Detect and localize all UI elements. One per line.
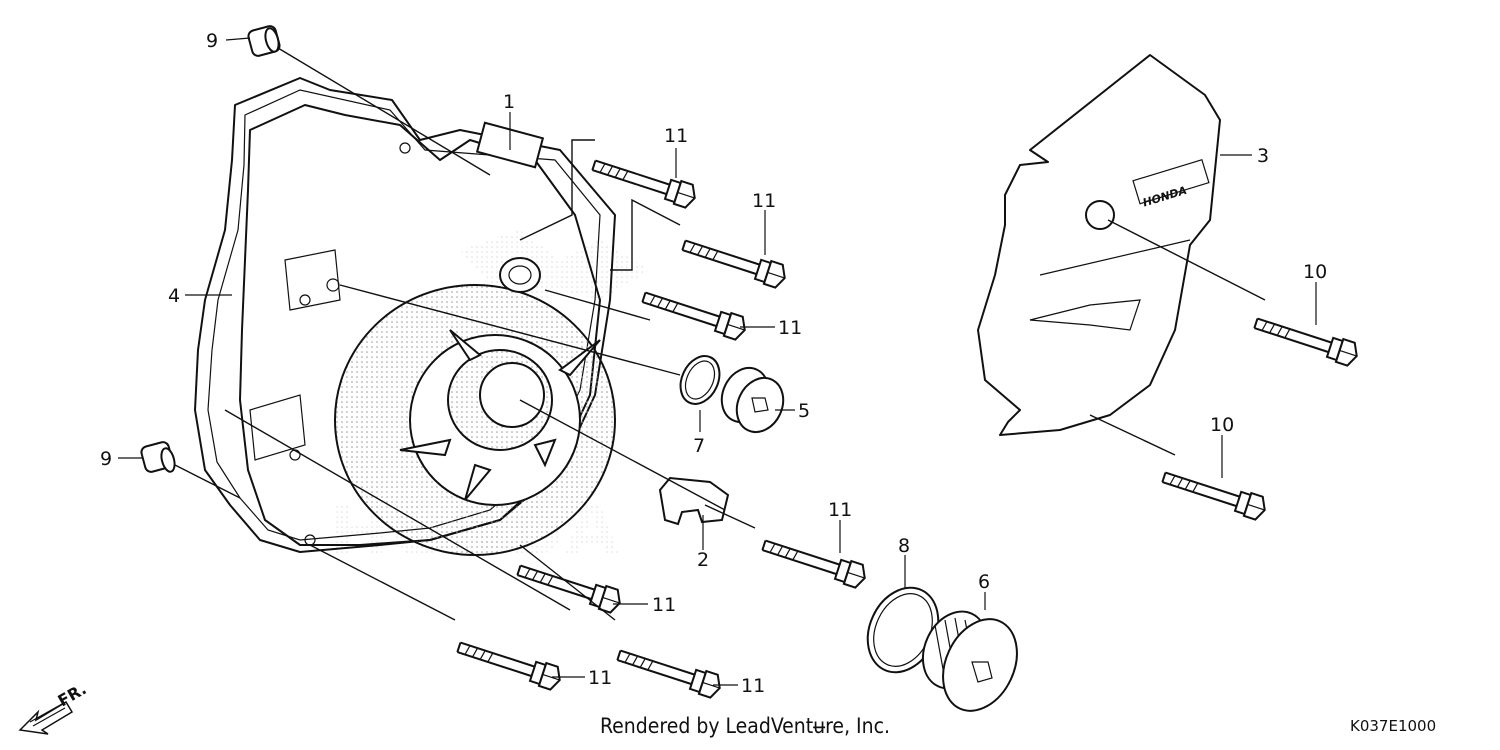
bolt-11-g xyxy=(614,642,725,701)
front-arrow: FR. xyxy=(18,679,90,735)
callout-1: 1 xyxy=(503,91,515,113)
leader-lines xyxy=(118,37,1317,686)
callout-labels: 1 2 3 4 5 6 7 8 9 9 10 10 11 11 11 11 11… xyxy=(100,30,1327,697)
callout-10-top: 10 xyxy=(1303,261,1327,283)
bolt-11-b xyxy=(679,232,790,291)
callout-11-a: 11 xyxy=(664,125,688,147)
cable-clamp xyxy=(658,476,730,526)
callout-11-f: 11 xyxy=(588,667,612,689)
callout-8: 8 xyxy=(898,535,910,557)
plug-small xyxy=(720,366,785,434)
bolt-11-f xyxy=(454,634,565,693)
callout-9-bottom: 9 xyxy=(100,448,112,470)
bolt-11-a xyxy=(589,152,700,211)
callout-11-b: 11 xyxy=(752,190,776,212)
callout-6: 6 xyxy=(978,571,990,593)
callout-10-bottom: 10 xyxy=(1210,414,1234,436)
dowel-pin-bottom xyxy=(140,441,176,473)
callout-11-c: 11 xyxy=(778,317,802,339)
callout-2: 2 xyxy=(697,549,709,571)
diagram-code: K037E1000 xyxy=(1350,717,1436,735)
callout-11-e: 11 xyxy=(652,594,676,616)
sprocket-cover: HONDA xyxy=(977,54,1221,436)
cover-logo-text: HONDA xyxy=(1141,184,1188,210)
callout-3: 3 xyxy=(1257,145,1269,167)
o-ring-small xyxy=(679,355,721,405)
bolt-10-a xyxy=(1251,310,1362,369)
callout-11-g: 11 xyxy=(741,675,765,697)
alignment-lines xyxy=(174,47,1266,621)
callout-4: 4 xyxy=(168,285,180,307)
bolt-10-b xyxy=(1159,464,1270,523)
callout-9-top: 9 xyxy=(206,30,218,52)
credit-text: Rendered by LeadVentʉre, Inc. xyxy=(600,714,890,738)
bolt-11-d xyxy=(759,532,870,591)
timing-hole-cap xyxy=(921,610,1018,712)
callout-5: 5 xyxy=(798,400,810,422)
callout-7: 7 xyxy=(693,435,705,457)
crankcase-cover xyxy=(239,104,616,556)
callout-11-d: 11 xyxy=(828,499,852,521)
bolt-11-c xyxy=(639,284,750,343)
dowel-pin-top xyxy=(247,25,281,57)
